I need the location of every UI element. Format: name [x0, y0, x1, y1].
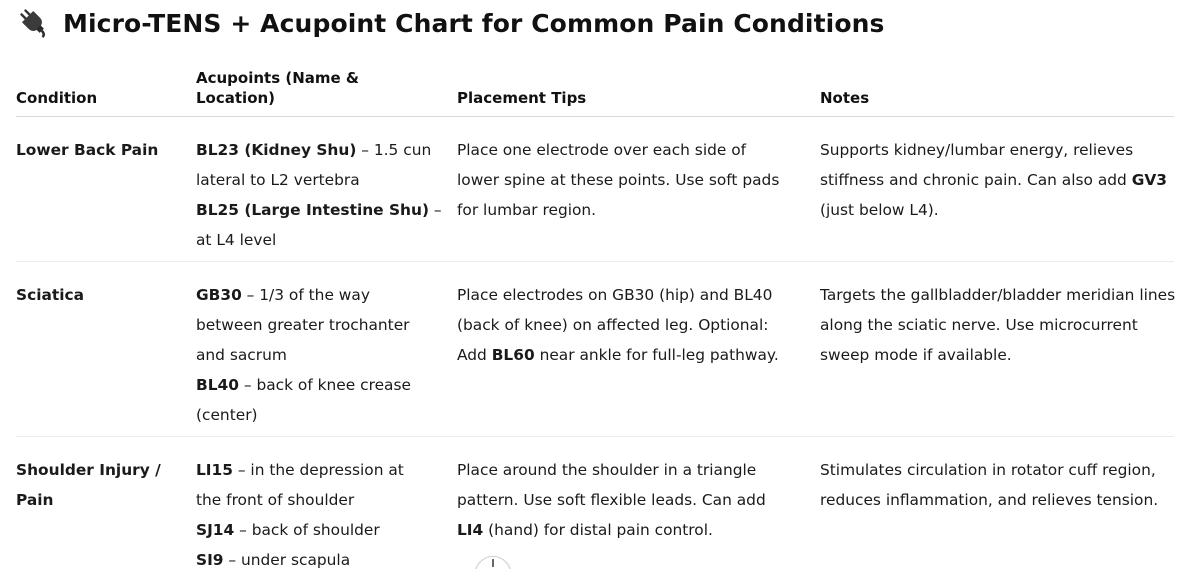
acupoints-cell: LI15 – in the depression at the front of… [196, 455, 441, 569]
tips-text: pattern. Use soft flexible leads. Can ad… [457, 491, 766, 509]
tips-acupoint-code: BL60 [491, 346, 535, 364]
tips-text: for lumbar region. [457, 201, 597, 219]
condition-cell: Sciatica [16, 280, 188, 310]
tips-text-part: near ankle for full-leg pathway. [534, 346, 779, 364]
acupoint-code: BL40 [196, 376, 239, 394]
placement-tips-cell: Place one electrode over each side of lo… [457, 135, 795, 225]
acupoint-entry: SI9 – under scapula [196, 545, 441, 569]
acupoint-location: – [429, 201, 442, 219]
notes-text: Targets the gallbladder/bladder meridian… [820, 286, 1176, 304]
notes-text: Supports kidney/lumbar energy, relieves [820, 141, 1134, 159]
acupoint-location: – in the depression at [232, 461, 404, 479]
acupoint-location-cont: and sacrum [196, 346, 287, 364]
electric-plug-icon [16, 5, 52, 41]
header-placement-tips: Placement Tips [457, 89, 587, 107]
notes-text: sweep mode if available. [820, 346, 1012, 364]
table-header: Condition Acupoints (Name & Location) Pl… [16, 68, 1174, 117]
acupoint-entry: BL23 (Kidney Shu) – 1.5 cun [196, 135, 441, 165]
condition-cell: Shoulder Injury / Pain [16, 455, 188, 515]
acupoint-entry: SJ14 – back of shoulder [196, 515, 441, 545]
acupoints-cell: BL23 (Kidney Shu) – 1.5 cun lateral to L… [196, 135, 442, 255]
header-acupoints-line1: Acupoints (Name & [196, 69, 360, 87]
tips-text: LI4 (hand) for distal pain control. [457, 515, 795, 545]
tips-text: Place one electrode over each side of [457, 141, 747, 159]
table-row: Shoulder Injury / Pain LI15 – in the dep… [16, 437, 1174, 569]
acupoint-location-cont: the front of shoulder [196, 491, 355, 509]
header-acupoints-line2: Location) [196, 89, 276, 107]
notes-text: (just below L4). [820, 201, 939, 219]
notes-text-part: stiffness and chronic pain. Can also add [820, 171, 1132, 189]
acupoint-location: – 1/3 of the way [241, 286, 370, 304]
acupoint-code: BL23 (Kidney Shu) [196, 141, 357, 159]
table-row: Sciatica GB30 – 1/3 of the way between g… [16, 262, 1175, 437]
tips-text: Add BL60 near ankle for full-leg pathway… [457, 340, 795, 370]
title-row: Micro-TENS + Acupoint Chart for Common P… [16, 3, 884, 43]
notes-cell: Targets the gallbladder/bladder meridian… [820, 280, 1190, 370]
acupoint-location: – under scapula [223, 551, 351, 569]
acupoint-entry: BL25 (Large Intestine Shu) – [196, 195, 442, 225]
acupoint-location-cont: between greater trochanter [196, 316, 410, 334]
acupoint-location: – back of knee crease [238, 376, 411, 394]
tips-text: Place around the shoulder in a triangle [457, 461, 757, 479]
header-acupoints: Acupoints (Name & Location) [196, 68, 396, 108]
acupoint-table: Condition Acupoints (Name & Location) Pl… [16, 68, 1175, 569]
page-title: Micro-TENS + Acupoint Chart for Common P… [63, 8, 885, 38]
acupoint-location-cont: lateral to L2 vertebra [196, 171, 360, 189]
acupoint-entry: LI15 – in the depression at [196, 455, 441, 485]
placement-tips-cell: Place electrodes on GB30 (hip) and BL40 … [457, 280, 795, 370]
acupoint-entry: BL40 – back of knee crease [196, 370, 441, 400]
notes-text: stiffness and chronic pain. Can also add… [820, 165, 1190, 195]
tips-text: (back of knee) on affected leg. Optional… [457, 316, 769, 334]
header-notes: Notes [820, 89, 870, 107]
condition-text: Lower Back Pain [16, 141, 159, 159]
acupoint-location: – 1.5 cun [356, 141, 432, 159]
table-row: Lower Back Pain BL23 (Kidney Shu) – 1.5 … [16, 117, 1174, 262]
notes-cell: Supports kidney/lumbar energy, relieves … [820, 135, 1190, 225]
condition-text: Pain [16, 491, 54, 509]
tips-text: Place electrodes on GB30 (hip) and BL40 [457, 286, 773, 304]
tips-acupoint-code: LI4 [457, 521, 484, 539]
chevron-down-icon [486, 557, 500, 569]
acupoint-code: GB30 [196, 286, 242, 304]
notes-text: Stimulates circulation in rotator cuff r… [820, 461, 1156, 479]
acupoint-location: – back of shoulder [234, 521, 380, 539]
tips-text-part: Add [457, 346, 492, 364]
acupoint-location-cont: (center) [196, 406, 258, 424]
condition-text: Sciatica [16, 286, 85, 304]
tips-text: lower spine at these points. Use soft pa… [457, 171, 780, 189]
acupoints-cell: GB30 – 1/3 of the way between greater tr… [196, 280, 441, 430]
header-condition: Condition [16, 89, 98, 107]
tips-text-part: (hand) for distal pain control. [483, 521, 713, 539]
placement-tips-cell: Place around the shoulder in a triangle … [457, 455, 795, 545]
notes-text: along the sciatic nerve. Use microcurren… [820, 316, 1138, 334]
acupoint-code: SI9 [196, 551, 224, 569]
acupoint-code: BL25 (Large Intestine Shu) [196, 201, 430, 219]
acupoint-location-cont: at L4 level [196, 231, 277, 249]
acupoint-code: SJ14 [196, 521, 235, 539]
acupoint-code: LI15 [196, 461, 233, 479]
condition-text: Shoulder Injury / [16, 461, 161, 479]
notes-acupoint-code: GV3 [1131, 171, 1167, 189]
condition-cell: Lower Back Pain [16, 135, 188, 165]
acupoint-entry: GB30 – 1/3 of the way [196, 280, 441, 310]
notes-cell: Stimulates circulation in rotator cuff r… [820, 455, 1190, 515]
notes-text: reduces inflammation, and relieves tensi… [820, 491, 1159, 509]
